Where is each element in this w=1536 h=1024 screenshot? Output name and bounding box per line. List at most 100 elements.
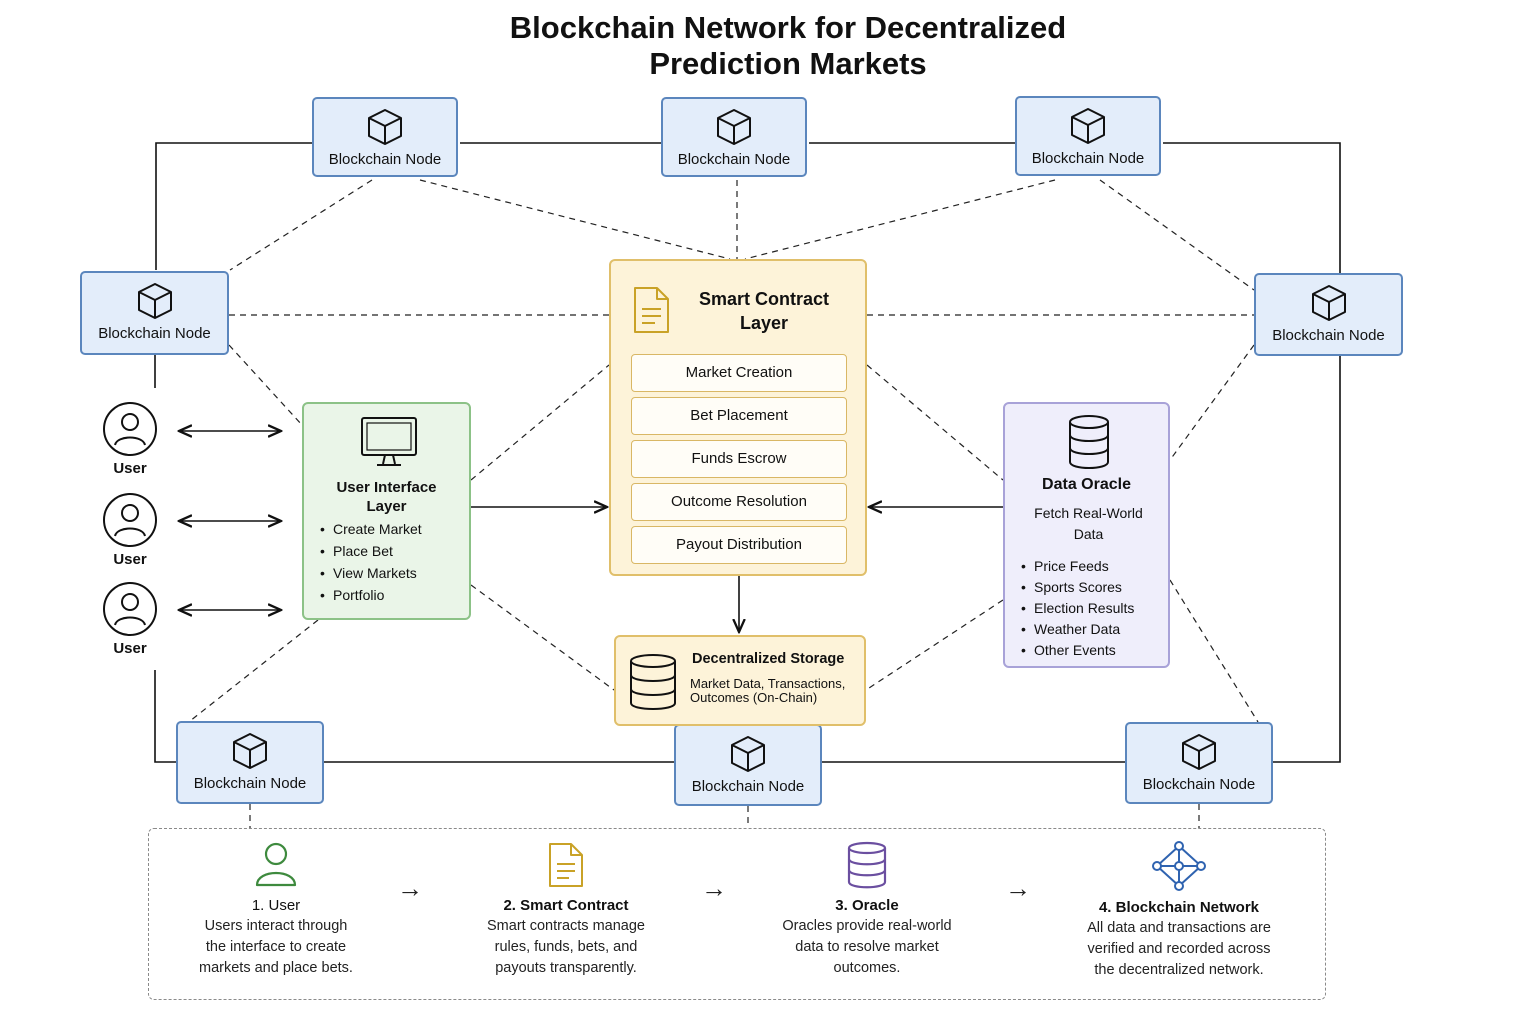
list-item: View Markets: [320, 562, 422, 584]
legend-arrow: →: [701, 873, 727, 903]
list-item: Create Market: [320, 518, 422, 540]
cube-icon: [717, 109, 751, 145]
legend-step-desc-3: payouts transparently.: [495, 960, 637, 976]
blockchain-node-top-3: Blockchain Node: [1015, 96, 1161, 176]
legend-step-title: 1. User: [251, 897, 301, 914]
blockchain-node-top-2: Blockchain Node: [661, 97, 807, 177]
legend-step-desc-1: Oracles provide real-world: [782, 918, 952, 934]
list-item: Weather Data: [1021, 619, 1134, 640]
user-interface-layer: User Interface Layer Create Market Place…: [302, 402, 471, 620]
title-line-2: Prediction Markets: [649, 46, 927, 81]
legend-arrow: →: [397, 873, 423, 903]
flow-arrows: [179, 431, 1003, 632]
network-icon: [1152, 841, 1206, 891]
legend-step-desc-2: verified and recorded across: [1087, 941, 1271, 957]
node-label: Blockchain Node: [677, 151, 791, 168]
legend-step-user: 1. User Users interact through the inter…: [151, 841, 401, 979]
cube-icon: [1071, 108, 1105, 144]
peer-links: [189, 179, 1259, 828]
legend-step-title: 3. Oracle: [835, 897, 899, 914]
user-label: User: [113, 551, 147, 568]
oracle-source-list: Price Feeds Sports Scores Election Resul…: [1021, 556, 1134, 661]
ui-feature-list: Create Market Place Bet View Markets Por…: [320, 518, 422, 606]
ui-layer-title: User Interface Layer: [304, 478, 469, 516]
legend-arrow: →: [1005, 873, 1031, 903]
legend-step-desc-3: outcomes.: [833, 960, 901, 976]
contract-item-outcome-resolution: Outcome Resolution: [631, 483, 847, 521]
blockchain-node-bottom-3: Blockchain Node: [1125, 722, 1273, 804]
smart-contract-title: Smart Contract Layer: [689, 287, 839, 335]
storage-desc-line-1: Market Data, Transactions,: [690, 676, 846, 691]
blockchain-node-bottom-1: Blockchain Node: [176, 721, 324, 804]
user-icon: [255, 842, 297, 887]
legend-step-desc-1: Smart contracts manage: [487, 918, 645, 934]
legend-step-smart-contract: 2. Smart Contract Smart contracts manage…: [441, 841, 691, 979]
blockchain-node-top-1: Blockchain Node: [312, 97, 458, 177]
blockchain-node-bottom-2: Blockchain Node: [674, 724, 822, 806]
cube-icon: [1182, 734, 1216, 770]
user-label: User: [113, 640, 147, 657]
node-label: Blockchain Node: [1272, 327, 1385, 344]
process-legend: 1. User Users interact through the inter…: [148, 828, 1326, 1000]
oracle-subtitle-line-1: Fetch Real-World: [1034, 505, 1143, 521]
legend-step-title: 4. Blockchain Network: [1098, 899, 1260, 916]
cube-icon: [1311, 285, 1346, 321]
document-icon: [549, 843, 583, 887]
node-label: Blockchain Node: [1031, 150, 1145, 167]
smart-contract-title-line-2: Layer: [739, 313, 789, 333]
legend-step-desc-2: the interface to create: [205, 939, 347, 955]
title-line-1: Blockchain Network for Decentralized: [509, 10, 1067, 45]
node-label: Blockchain Node: [328, 151, 442, 168]
cube-icon: [233, 733, 267, 769]
list-item: Price Feeds: [1021, 556, 1134, 577]
blockchain-node-right: Blockchain Node: [1254, 273, 1403, 356]
list-item: Portfolio: [320, 584, 422, 606]
user-icon: [103, 582, 157, 636]
list-item: Sports Scores: [1021, 577, 1134, 598]
legend-step-desc-2: data to resolve market: [795, 939, 939, 955]
smart-contract-layer: Smart Contract Layer Market Creation Bet…: [609, 259, 867, 576]
diagram-title: Blockchain Network for Decentralized Pre…: [468, 10, 1108, 82]
ui-title-line-1: User Interface: [336, 479, 437, 496]
legend-step-desc-1: All data and transactions are: [1087, 920, 1271, 936]
user-icon: [103, 493, 157, 547]
cube-icon: [137, 283, 172, 319]
node-label: Blockchain Node: [98, 325, 211, 342]
decentralized-storage: Decentralized Storage Market Data, Trans…: [614, 635, 866, 726]
blockchain-node-left: Blockchain Node: [80, 271, 229, 355]
list-item: Place Bet: [320, 540, 422, 562]
user-2: User: [98, 491, 162, 568]
document-icon: [634, 287, 669, 333]
cube-icon: [731, 736, 765, 772]
contract-item-market-creation: Market Creation: [631, 354, 847, 392]
legend-step-desc-1: Users interact through: [204, 918, 348, 934]
node-label: Blockchain Node: [193, 775, 307, 792]
legend-step-blockchain-network: 4. Blockchain Network All data and trans…: [1054, 841, 1304, 981]
contract-item-bet-placement: Bet Placement: [631, 397, 847, 435]
database-icon: [1069, 415, 1109, 469]
contract-item-funds-escrow: Funds Escrow: [631, 440, 847, 478]
legend-step-title: 2. Smart Contract: [503, 897, 629, 914]
legend-step-oracle: 3. Oracle Oracles provide real-world dat…: [742, 841, 992, 979]
storage-desc-line-2: Outcomes (On-Chain): [690, 690, 818, 705]
oracle-subtitle: Fetch Real-World Data: [1015, 503, 1162, 545]
user-icon: [103, 402, 157, 456]
contract-item-payout-distribution: Payout Distribution: [631, 526, 847, 564]
oracle-title: Data Oracle: [1042, 476, 1131, 493]
database-icon: [630, 654, 676, 710]
list-item: Other Events: [1021, 640, 1134, 661]
node-label: Blockchain Node: [1142, 776, 1256, 793]
monitor-icon: [361, 417, 417, 466]
cube-icon: [368, 109, 402, 145]
user-label: User: [113, 460, 147, 477]
user-3: User: [98, 580, 162, 657]
list-item: Election Results: [1021, 598, 1134, 619]
storage-title: Decentralized Storage: [692, 651, 845, 667]
user-1: User: [98, 400, 162, 477]
network-ring: [154, 142, 1341, 763]
ui-title-line-2: Layer: [366, 498, 407, 515]
legend-step-desc-3: the decentralized network.: [1094, 962, 1264, 978]
database-icon: [847, 841, 887, 889]
storage-description: Market Data, Transactions, Outcomes (On-…: [690, 677, 862, 705]
